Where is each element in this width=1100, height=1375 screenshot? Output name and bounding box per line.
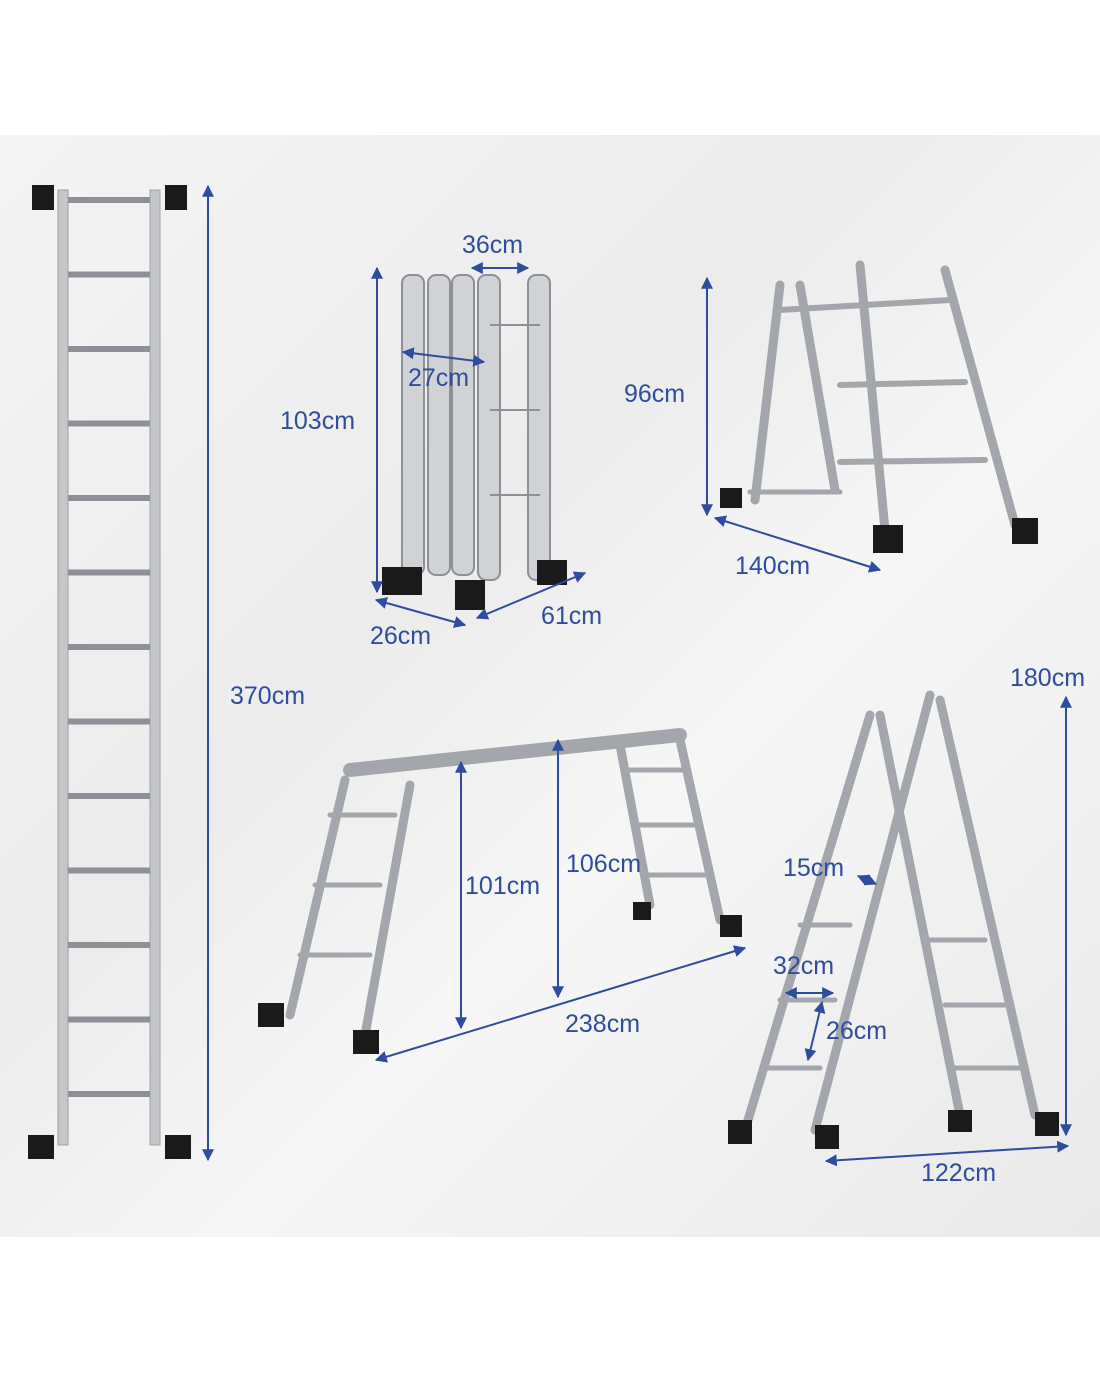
dimension-folded-inner-width: 27cm bbox=[408, 364, 470, 392]
dimension-folded-top-width: 36cm bbox=[462, 231, 524, 259]
dimension-scaffold-height-left: 101cm bbox=[465, 872, 541, 900]
dimension-arrows bbox=[202, 184, 1072, 1167]
scaffold-ladder bbox=[258, 728, 742, 1054]
dimension-full-height: 370cm bbox=[230, 682, 306, 710]
dimension-rung-width: 32cm bbox=[773, 952, 835, 980]
dimension-a-frame-small-length: 140cm bbox=[735, 552, 811, 580]
tall-a-frame-ladder bbox=[728, 690, 1059, 1149]
dimension-scaffold-height-right: 106cm bbox=[566, 850, 642, 878]
straight-ladder bbox=[28, 185, 191, 1159]
dimension-a-frame-tall-length: 122cm bbox=[921, 1159, 997, 1187]
dimension-scaffold-length: 238cm bbox=[565, 1010, 641, 1038]
dimension-a-frame-small-height: 96cm bbox=[624, 380, 686, 408]
dimension-folded-height: 103cm bbox=[280, 407, 356, 435]
dimension-folded-depth: 26cm bbox=[370, 622, 432, 650]
dimension-a-frame-tall-height: 180cm bbox=[1010, 664, 1086, 692]
dimension-rung-depth: 15cm bbox=[783, 854, 845, 882]
small-a-frame-ladder bbox=[720, 260, 1038, 553]
dimension-rung-spacing: 26cm bbox=[826, 1017, 888, 1045]
dimension-folded-length: 61cm bbox=[541, 602, 603, 630]
folded-ladder bbox=[382, 274, 567, 610]
